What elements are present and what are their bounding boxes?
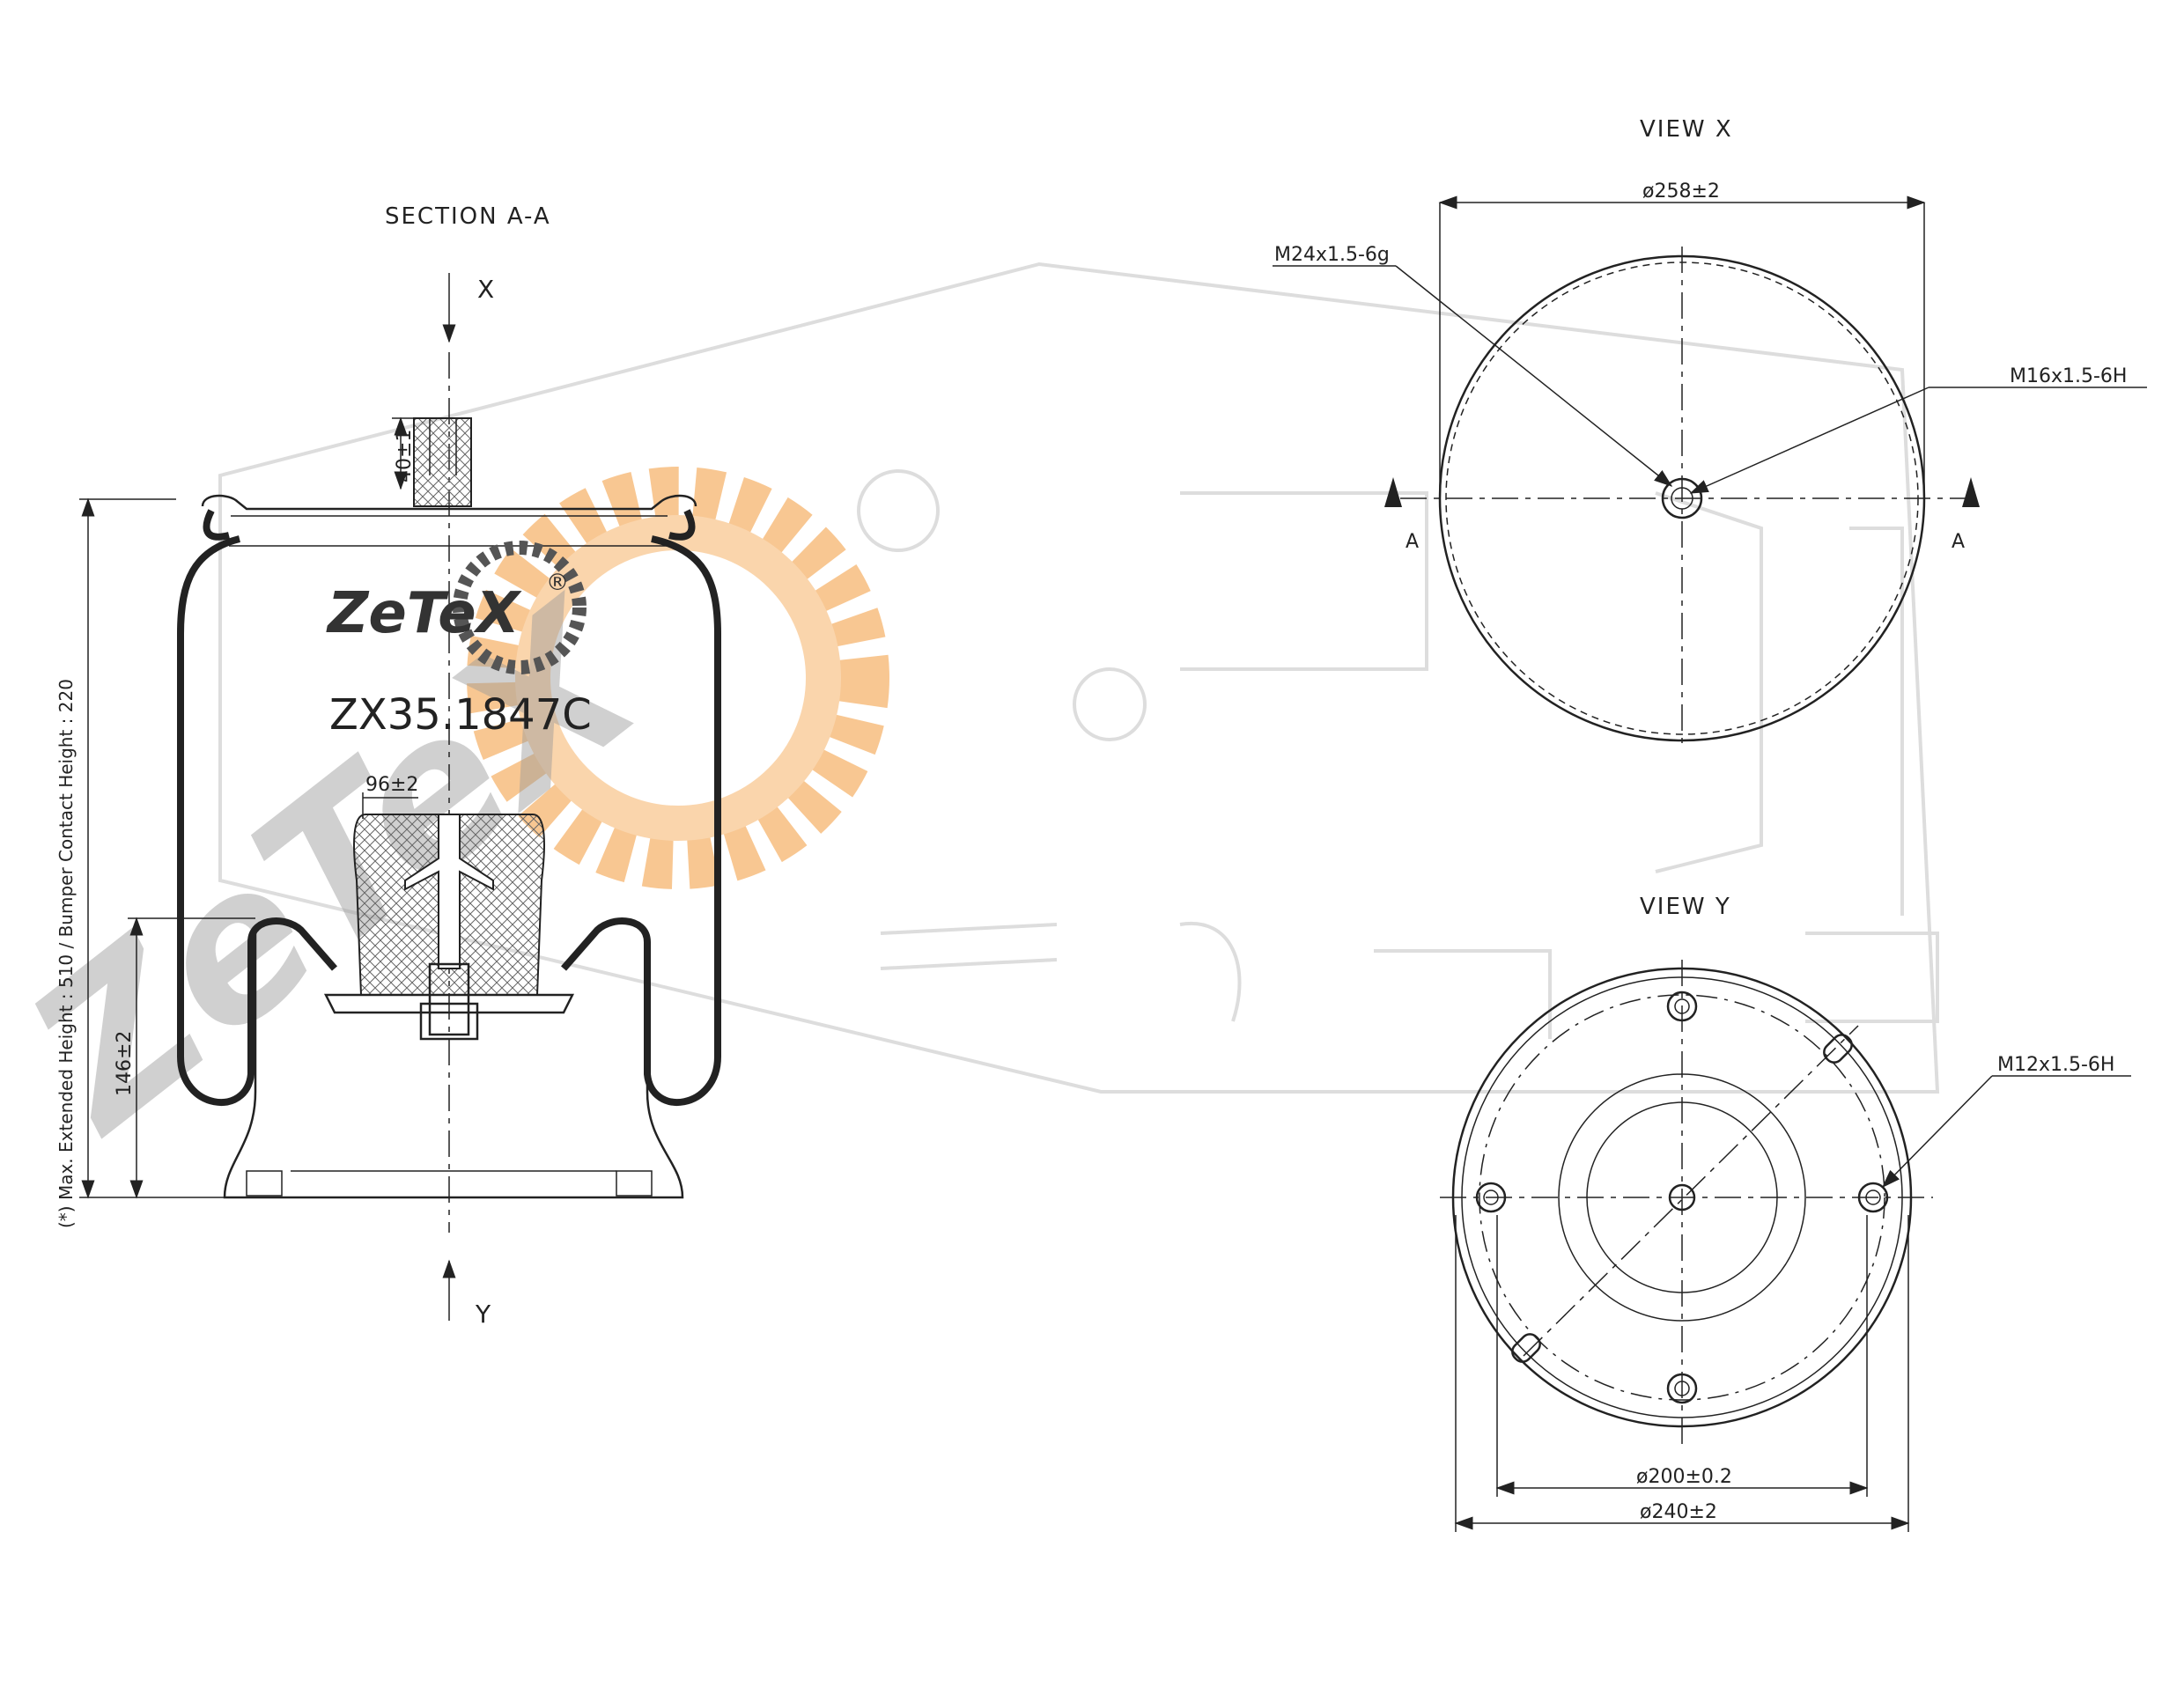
top-stud — [413, 417, 472, 507]
svg-text:M12x1.5-6H: M12x1.5-6H — [1997, 1054, 2114, 1076]
svg-text:M16x1.5-6H: M16x1.5-6H — [2010, 365, 2127, 387]
background-watermark — [218, 261, 1940, 1094]
gear-watermark-icon — [467, 467, 889, 889]
view-arrow-y-label: Y — [475, 1300, 491, 1329]
section-mark-right: A — [1952, 531, 1965, 553]
svg-text:ZeTeX: ZeTeX — [0, 559, 686, 1177]
svg-text:®: ® — [546, 570, 569, 596]
view-x: VIEW X A A ø258±2 M24x1.5-6g M16x1.5-6H — [1273, 116, 2147, 748]
svg-text:ZeTeX: ZeTeX — [326, 581, 522, 646]
section-aa-title: SECTION A-A — [385, 203, 551, 230]
view-y-title: VIEW Y — [1640, 894, 1731, 920]
dim-view-y-outer: ø240±2 — [1454, 1215, 1910, 1532]
zetex-logo: ZeTeX ® — [326, 541, 587, 674]
view-x-title: VIEW X — [1640, 116, 1733, 143]
view-y: VIEW Y M12x1.5-6H — [1440, 894, 2131, 1532]
svg-text:96±2: 96±2 — [365, 774, 418, 796]
top-plate — [201, 494, 697, 541]
bumper — [353, 814, 545, 1041]
bellow — [177, 535, 721, 1106]
dim-stud-height: 40±1 — [392, 416, 416, 490]
svg-text:40±1: 40±1 — [394, 430, 416, 482]
svg-text:ø200±0.2: ø200±0.2 — [1636, 1466, 1732, 1488]
leader-m16: M16x1.5-6H — [1689, 365, 2147, 494]
leader-m24: M24x1.5-6g — [1273, 244, 1673, 487]
dim-bumper-width: 96±2 — [362, 774, 418, 819]
section-mark-left: A — [1406, 531, 1419, 553]
svg-text:ø240±2: ø240±2 — [1640, 1501, 1717, 1523]
dim-view-x-diameter: ø258±2 — [1438, 180, 1926, 493]
dim-view-y-inner: ø200±0.2 — [1495, 1215, 1869, 1497]
svg-text:(*) Max. Extended Height : 510: (*) Max. Extended Height : 510 / Bumper … — [55, 679, 77, 1228]
svg-text:146±2: 146±2 — [114, 1031, 136, 1096]
dim-piston-height: 146±2 — [114, 917, 255, 1199]
svg-text:M24x1.5-6g: M24x1.5-6g — [1274, 244, 1390, 266]
part-number: ZX35.1847C — [329, 690, 592, 740]
section-aa: SECTION A-A X Y 40±1 — [55, 203, 721, 1329]
leader-m12: M12x1.5-6H — [1881, 1054, 2131, 1189]
dim-overall-height: (*) Max. Extended Height : 510 / Bumper … — [55, 497, 225, 1228]
zetex-watermark-text: ZeTeX — [0, 559, 686, 1177]
view-arrow-x-label: X — [477, 275, 494, 304]
svg-text:ø258±2: ø258±2 — [1642, 180, 1720, 203]
bolt-holes — [1475, 991, 1889, 1404]
gear-logo-icon — [453, 541, 587, 674]
